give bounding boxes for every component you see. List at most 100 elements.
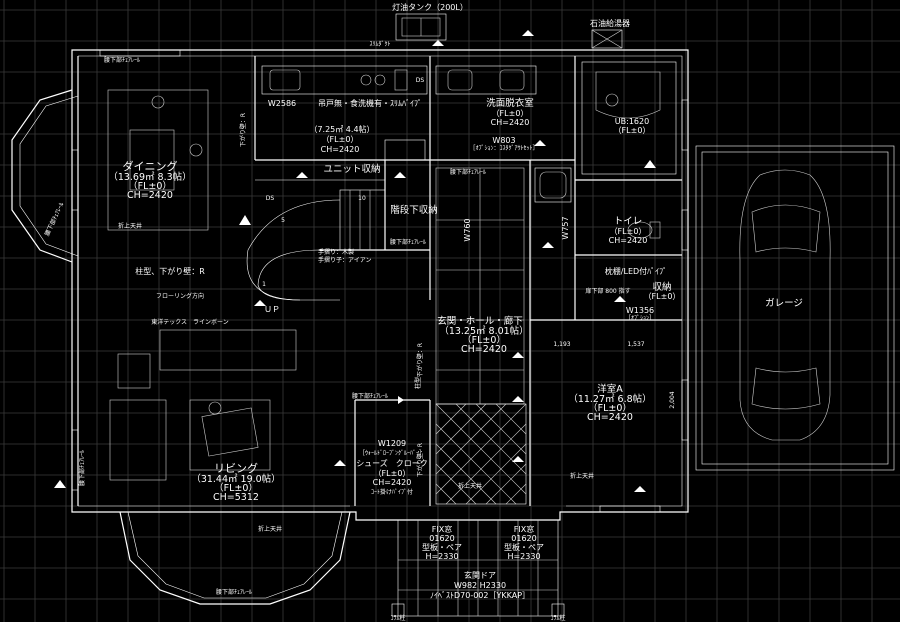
w760-label: W760 [463,218,472,241]
dining-fl-label: （FL±0） [128,180,172,192]
rail-dining-bay: 腰下部ﾁｪｱﾚｰﾙ [43,201,65,237]
drop-wall-hall-label: 下がり壁：R [416,343,424,377]
hall-area-label: （13.25㎡ 8.01帖） [439,325,528,337]
closet-name-label: シューズ クローク [356,458,428,468]
drop-wall-left-label: 下がり壁：R [239,113,247,147]
fix-window-right-name: FIX窓 [514,524,534,534]
flooring-direction-label: フローリング方向 [156,292,204,300]
entrance-door-spec: ﾉｲﾍﾞｽﾄD70-002［YKKAP］ [430,591,530,600]
stair-step-10: 10 [358,195,366,202]
garage-label: ガレージ [765,298,803,309]
storage-sub-label: 扉下部 800 指す [585,287,630,295]
drop-wall-closet-label: 下がり壁：R [416,443,424,477]
living-ch-label: CH=5312 [213,492,259,503]
entrance-porch [391,519,565,617]
closet-width-label: W1209 [378,439,406,448]
closet-ch-label: CH=2420 [373,478,412,487]
fix-window-left-code: 01620 [429,534,454,543]
living-area-label: （31.44㎡ 19.0帖） [191,473,280,485]
wash-spec-label: ［ｵﾌﾟｼｮﾝ：ｺｽﾀｸﾞｱｳﾄｾｯﾄ］ [469,145,538,152]
east-line-label: 東洋テックス ラインボーン [151,318,229,326]
storage-name-label: 収納 [652,281,671,293]
kitchen-counter [261,65,428,161]
oil-tank [395,13,447,41]
w757-label: W757 [561,216,570,239]
rail-stair: 腰下部ﾁｪｱﾚｰﾙ [390,238,426,246]
closet-fl-label: （FL±0） [374,469,411,478]
slim-duct-label: ｽﾘﾑﾀﾞｸﾄ [369,41,390,48]
section-markers [54,30,656,492]
hall-floor-tiles [435,167,525,405]
storage-fl-label: （FL±0） [644,292,681,301]
stair-step-1: 1 [262,281,266,288]
stair-up-label: ＵＰ [264,305,280,314]
dining-area-label: （13.69㎡ 8.3帖） [108,171,191,183]
ub-fl-label: （FL±0） [614,126,651,135]
garage [695,145,895,471]
wash-width-label: W803 [492,136,515,145]
wash-basins [435,65,537,95]
room-a-fl-label: （FL±0） [588,402,632,414]
room-a-ch-label: CH=2420 [587,412,633,423]
fold-ceiling-living: 折上天井 [258,525,282,533]
dining-name-label: ダイニング [123,159,178,173]
toilet-name-label: トイレ [614,216,643,227]
toilet-fixture [627,221,661,239]
wash-name-label: 洗面脱衣室 [486,97,534,109]
entrance-door-name: 玄関ドア [464,570,496,580]
decor-column-right: ｺﾗﾑ柱 [550,614,565,622]
fold-ceiling-dining: 折上天井 [118,222,142,230]
kitchen-width-label: W2586 [268,99,296,108]
wash-fl-label: （FL±0） [492,109,529,118]
ds-top-label: DS [416,77,425,84]
entrance-door-size: W982 H2330 [454,581,506,590]
kitchen-fl-label: （FL±0） [322,135,359,144]
stair-step-5: 5 [281,217,285,224]
handrail-iron-label: 手摺り子：アイアン [318,256,371,264]
room-a-name-label: 洋室A [597,383,623,395]
unit-storage-label: ユニット収納 [323,163,380,175]
kitchen-ch-label: CH=2420 [321,145,360,154]
wash-ch-label: CH=2420 [491,118,530,127]
column-drop-label: 柱型、下がり壁：R [135,266,205,276]
spiral-stair [246,189,386,301]
decor-column-left: ｺﾗﾑ柱 [390,614,405,622]
ds-stair-label: DS [266,195,275,202]
dining-table [107,89,209,231]
oil-boiler-label: 石油給湯器 [590,18,630,28]
ub-name-label: UB:1620 [615,117,649,126]
fix-window-left-glass: 型板・ペア [422,542,462,552]
dining-ch-label: CH=2420 [127,190,173,201]
rail-closet: 腰下部ﾁｪｱﾚｰﾙ [352,392,388,400]
rail-dining-top: 腰下部ﾁｪｱﾚｰﾙ [104,56,140,64]
fix-window-left-name: FIX窓 [432,524,452,534]
hall-fl-label: （FL±0） [462,334,506,346]
fix-window-right-glass: 型板・ペア [504,542,544,552]
dim-2004: 2,004 [669,391,676,408]
rail-hall: 腰下部ﾁｪｱﾚｰﾙ [450,168,486,176]
dim-1537: 1,537 [627,341,644,348]
fix-window-right-code: 01620 [511,534,536,543]
living-name-label: リビング [214,461,258,475]
exterior-walls [11,49,689,605]
rail-living-bay: 腰下部ﾁｪｱﾚｰﾙ [216,588,252,596]
handrail-wood-label: 手摺り：木製 [318,248,354,256]
hall-name-label: 玄関・ホール・廊下 [437,315,523,327]
closet-spec-label: ［ｳｫｰﾙﾄﾞﾛｰﾌﾞﾝｸﾞﾙｰﾊﾞｰ］ [359,450,425,457]
kitchen-spec-label: 吊戸無・食洗機有・ｽﾘﾑﾊﾞｲﾌﾟ [318,98,422,108]
oil-tank-label: 灯油タンク（200L） [392,2,468,12]
oil-boiler [591,29,623,49]
column-hall-label: 柱型、 [414,371,422,389]
hall-ch-label: CH=2420 [461,344,507,355]
fix-window-right-height: H=2330 [507,552,540,561]
fold-ceiling-room-a: 折上天井 [570,472,594,480]
stair-storage-label: 階段下収納 [390,204,438,216]
entrance-diamond-tiles [435,403,527,505]
shelf-led-label: 枕棚/LED付ﾊﾟｲﾌﾟ [605,266,667,276]
toilet-fl-label: （FL±0） [610,227,647,236]
fold-ceiling-entrance: 折上天井 [458,482,482,490]
w1356-label: W1356 [626,306,654,315]
room-a-area-label: （11.27㎡ 6.8帖） [568,393,651,405]
